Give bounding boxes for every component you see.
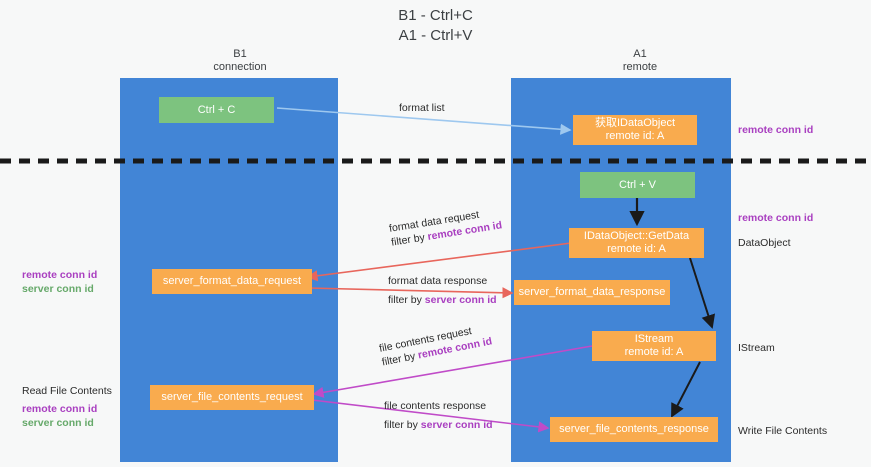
box-ctrl-c[interactable]: Ctrl + C bbox=[159, 97, 274, 123]
annotation-left-read-file: Read File Contents bbox=[22, 384, 112, 398]
annotation-right-top: remote conn id bbox=[738, 123, 813, 137]
edge-label-format-data-response: format data response filter by server co… bbox=[388, 274, 497, 307]
annotation-right-write-file-text: Write File Contents bbox=[738, 425, 828, 437]
annotation-right-dataobject: DataObject bbox=[738, 236, 791, 250]
box-get-idataobject-line1: 获取IDataObject bbox=[594, 117, 676, 129]
box-server-format-data-request-label: server_format_data_request bbox=[162, 275, 302, 287]
edge-label-format-data-response-line2: filter by server conn id bbox=[388, 293, 497, 307]
column-a1-role: remote bbox=[622, 61, 658, 73]
page-title: B1 - Ctrl+C A1 - Ctrl+V bbox=[0, 6, 871, 46]
box-server-file-contents-request[interactable]: server_file_contents_request bbox=[150, 385, 314, 410]
box-server-format-data-request[interactable]: server_format_data_request bbox=[152, 269, 312, 294]
box-istream[interactable]: IStream remote id: A bbox=[592, 331, 716, 361]
box-ctrl-v[interactable]: Ctrl + V bbox=[580, 172, 695, 198]
annotation-left-bottom-remote: remote conn id bbox=[22, 403, 98, 415]
title-line-1: B1 - Ctrl+C bbox=[398, 7, 473, 24]
edge-filter-key: server conn id bbox=[424, 294, 497, 306]
edge-filter-prefix: filter by bbox=[384, 419, 421, 431]
box-idataobject-getdata[interactable]: IDataObject::GetData remote id: A bbox=[569, 228, 704, 258]
box-istream-line2: remote id: A bbox=[624, 346, 684, 358]
annotation-left-mid-server: server conn id bbox=[22, 283, 94, 295]
edge-label-file-contents-response-line1: file contents response bbox=[384, 400, 487, 412]
edge-label-format-list: format list bbox=[399, 101, 445, 115]
column-b1-role: connection bbox=[213, 61, 267, 73]
box-server-format-data-response[interactable]: server_format_data_response bbox=[514, 280, 670, 305]
column-header-a1: A1 remote bbox=[545, 48, 735, 74]
box-idataobject-getdata-line2: remote id: A bbox=[607, 243, 666, 255]
annotation-right-istream-text: IStream bbox=[738, 342, 775, 354]
annotation-right-mid-text: remote conn id bbox=[738, 212, 814, 224]
title-line-2: A1 - Ctrl+V bbox=[398, 27, 473, 44]
column-header-b1: B1 connection bbox=[150, 48, 330, 74]
box-server-file-contents-request-label: server_file_contents_request bbox=[161, 391, 303, 403]
annotation-right-dataobject-text: DataObject bbox=[738, 237, 791, 249]
edge-label-file-contents-request: file contents request filter by remote c… bbox=[378, 321, 493, 370]
edge-label-file-contents-response: file contents response filter by server … bbox=[384, 399, 493, 432]
box-idataobject-getdata-line1: IDataObject::GetData bbox=[583, 230, 690, 242]
annotation-left-mid-remote: remote conn id bbox=[22, 269, 98, 281]
annotation-left-bottom: remote conn id server conn id bbox=[22, 402, 97, 430]
box-ctrl-v-label: Ctrl + V bbox=[619, 178, 656, 191]
box-server-format-data-response-label: server_format_data_response bbox=[518, 286, 666, 298]
box-server-file-contents-response[interactable]: server_file_contents_response bbox=[550, 417, 718, 442]
edge-label-format-list-text: format list bbox=[399, 102, 445, 114]
annotation-right-write-file: Write File Contents bbox=[738, 424, 827, 438]
annotation-right-top-text: remote conn id bbox=[738, 124, 814, 136]
edge-filter-key: server conn id bbox=[420, 419, 493, 431]
column-b1-name: B1 bbox=[233, 48, 247, 60]
edge-label-format-data-response-line1: format data response bbox=[388, 275, 488, 287]
annotation-left-bottom-server: server conn id bbox=[22, 417, 94, 429]
edge-filter-prefix: filter by bbox=[388, 294, 425, 306]
column-a1-name: A1 bbox=[633, 48, 647, 60]
edge-label-format-data-request: format data request filter by remote con… bbox=[388, 204, 503, 249]
annotation-left-mid: remote conn id server conn id bbox=[22, 268, 97, 296]
box-get-idataobject-line2: remote id: A bbox=[605, 130, 665, 142]
edge-label-file-contents-response-line2: filter by server conn id bbox=[384, 418, 493, 432]
annotation-left-read-file-text: Read File Contents bbox=[22, 385, 112, 397]
box-ctrl-c-label: Ctrl + C bbox=[197, 103, 236, 116]
box-server-file-contents-response-label: server_file_contents_response bbox=[559, 423, 709, 435]
box-get-idataobject[interactable]: 获取IDataObject remote id: A bbox=[573, 115, 697, 145]
annotation-right-mid: remote conn id bbox=[738, 211, 813, 225]
annotation-right-istream: IStream bbox=[738, 341, 775, 355]
box-istream-line1: IStream bbox=[634, 333, 674, 345]
